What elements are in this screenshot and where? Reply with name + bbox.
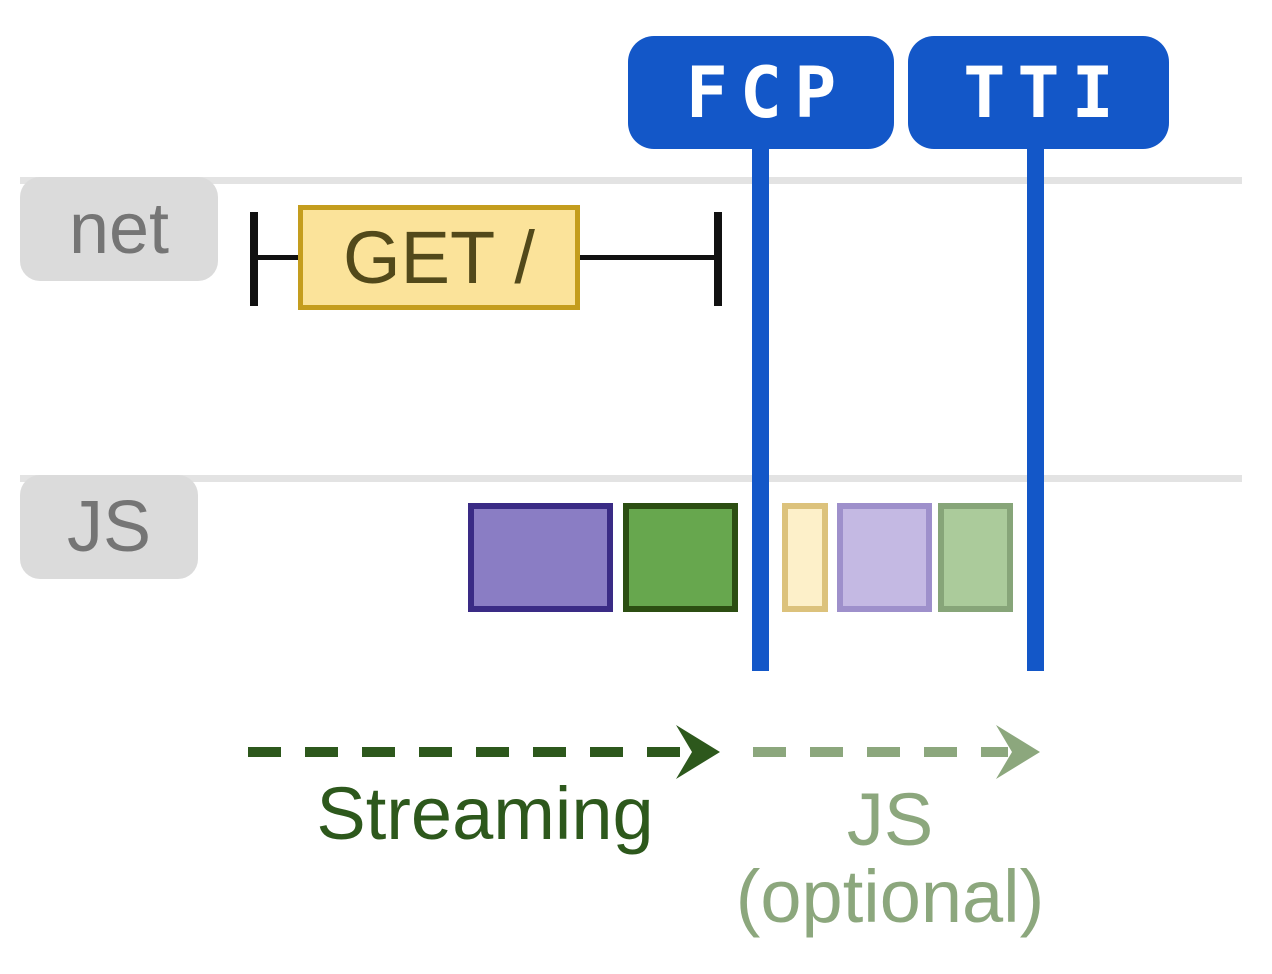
lane-label-js: JS — [20, 475, 198, 579]
js-task-faded-purple — [837, 503, 932, 612]
fcp-badge: FCP — [628, 36, 894, 149]
tti-badge-label: TTI — [963, 51, 1126, 134]
tti-badge: TTI — [908, 36, 1169, 149]
net-track-line — [20, 177, 1242, 184]
streaming-label: Streaming — [316, 772, 654, 855]
js-optional-arrow-head — [996, 725, 1040, 779]
request-start-tick — [250, 212, 258, 306]
fcp-marker-line — [752, 148, 769, 671]
js-task-faded-yellow — [782, 503, 828, 612]
js-task-faded-green — [938, 503, 1013, 612]
lane-label-js-text: JS — [66, 487, 152, 567]
lane-label-net: net — [20, 177, 218, 281]
js-track-line — [20, 475, 1242, 482]
streaming-arrow-head — [676, 725, 720, 779]
js-task-green — [623, 503, 738, 612]
js-optional-label-line2: (optional) — [735, 854, 1045, 938]
tti-marker-line — [1027, 148, 1044, 671]
get-request-box: GET / — [298, 205, 580, 310]
js-optional-label-line1: JS — [846, 778, 934, 861]
js-optional-label: JS (optional) — [700, 778, 1080, 938]
js-task-purple — [468, 503, 613, 612]
lane-label-net-text: net — [68, 189, 170, 269]
request-end-tick — [714, 212, 722, 306]
fcp-badge-label: FCP — [685, 51, 849, 134]
get-request-label: GET / — [343, 216, 535, 299]
